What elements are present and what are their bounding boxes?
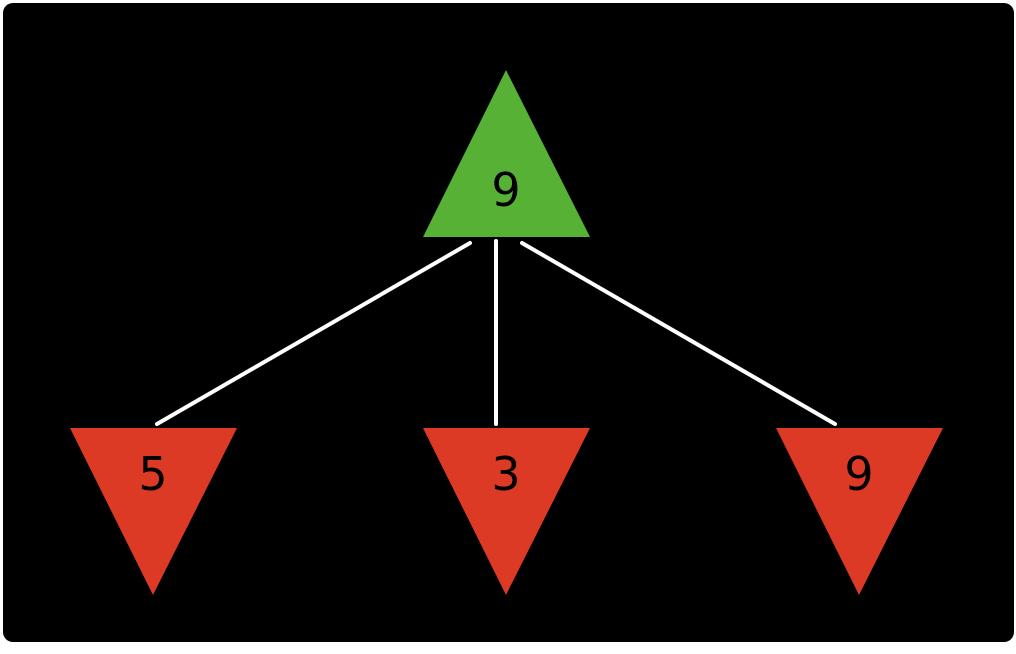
edge-root-child-1 xyxy=(155,241,472,426)
min-node-2 xyxy=(423,428,590,595)
child-1-value: 5 xyxy=(138,447,167,501)
minimax-tree-diagram: 9 5 3 9 xyxy=(3,3,1014,642)
tree-svg: 9 5 3 9 xyxy=(70,70,943,595)
max-node-root xyxy=(423,70,590,237)
edge-root-child-3 xyxy=(520,241,837,426)
min-node-1 xyxy=(70,428,237,595)
min-node-3 xyxy=(776,428,943,595)
child-3-value: 9 xyxy=(844,447,873,501)
root-value: 9 xyxy=(491,163,520,217)
child-2-value: 3 xyxy=(491,447,520,501)
